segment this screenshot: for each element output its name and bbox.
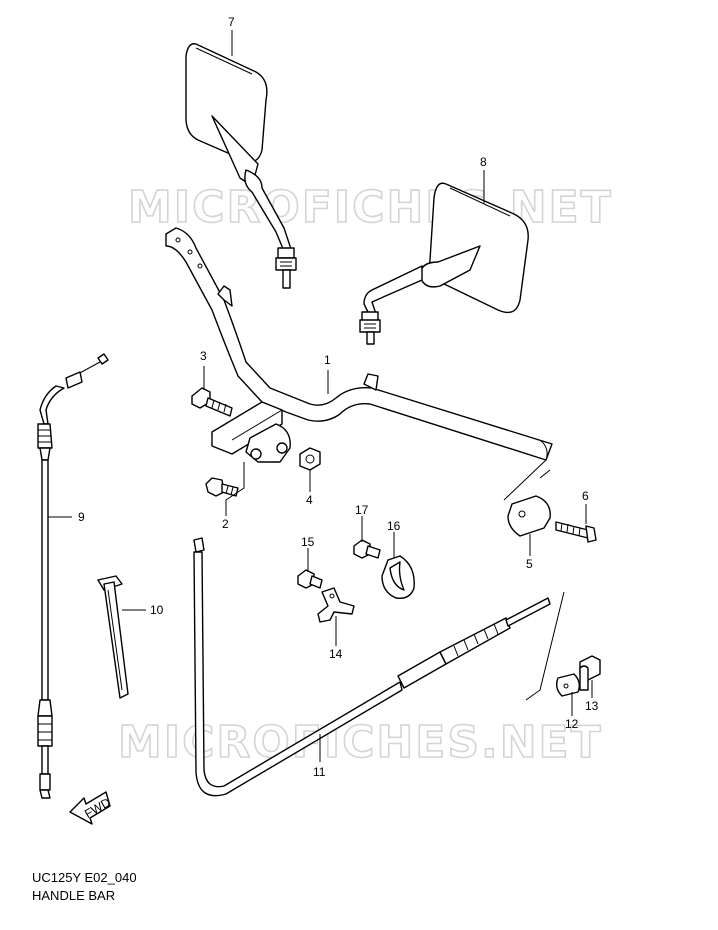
bolt-15 [297, 569, 323, 589]
screw-6 [555, 521, 597, 543]
watermark-top: MICROFICHES.NET [128, 182, 613, 233]
mirror-right [359, 182, 529, 345]
callout-5: 5 [526, 557, 533, 571]
callout-6: 6 [582, 489, 589, 503]
tie-band [97, 575, 129, 699]
callout-15: 15 [301, 535, 315, 549]
bolt-13 [579, 655, 601, 691]
cable-nipple-12 [555, 673, 581, 697]
handlebar-clamp [211, 401, 291, 463]
bolt-17 [353, 539, 381, 559]
diagram-code: UC125Y E02_040 [32, 870, 137, 885]
callout-9: 9 [78, 510, 85, 524]
callout-8: 8 [480, 155, 487, 169]
callout-10: 10 [150, 603, 164, 617]
bolt-3 [191, 387, 233, 417]
diagram-title: HANDLE BAR [32, 888, 116, 903]
leader-2 [225, 462, 245, 516]
bar-end-weight [503, 459, 551, 537]
callout-13: 13 [585, 699, 599, 713]
callout-17: 17 [355, 503, 369, 517]
watermark-bottom: MICROFICHES.NET [118, 717, 603, 768]
guide-line-11 [525, 591, 565, 701]
callout-3: 3 [200, 349, 207, 363]
callout-4: 4 [306, 493, 313, 507]
bracket-14 [317, 587, 355, 623]
clamp-16 [381, 555, 415, 599]
nut-4 [299, 447, 321, 471]
mirror-left [185, 43, 297, 289]
callout-2: 2 [222, 517, 229, 531]
callout-16: 16 [387, 519, 401, 533]
forward-arrow: FWD [69, 791, 113, 825]
callout-1: 1 [324, 353, 331, 367]
callout-14: 14 [329, 647, 343, 661]
clutch-cable [193, 537, 551, 797]
bolt-2 [205, 477, 239, 497]
callout-12: 12 [565, 717, 579, 731]
callout-11: 11 [313, 765, 326, 779]
throttle-cable [37, 353, 109, 799]
callout-7: 7 [228, 15, 235, 29]
